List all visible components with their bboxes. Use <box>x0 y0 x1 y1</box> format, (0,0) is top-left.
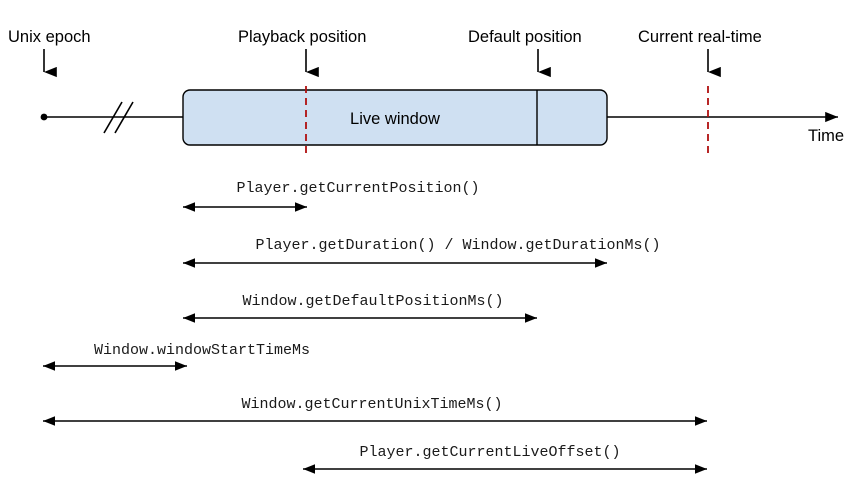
live-window-label: Live window <box>350 110 440 128</box>
callout-label-default-position: Default position <box>468 28 582 46</box>
live-window-rect <box>182 89 608 146</box>
live-window-box: Live window <box>182 89 608 146</box>
axis-break-marker-icon <box>103 101 134 134</box>
measurement-get-current-position: Player.getCurrentPosition() <box>183 180 480 212</box>
measurement-window-start-time-ms: Window.windowStartTimeMs <box>43 342 310 371</box>
measurement-label-get-duration: Player.getDuration() / Window.getDuratio… <box>255 237 660 254</box>
measurement-label-get-current-unix-time-ms: Window.getCurrentUnixTimeMs() <box>241 396 502 413</box>
measurement-label-get-default-position-ms: Window.getDefaultPositionMs() <box>242 293 503 310</box>
measurement-get-default-position-ms: Window.getDefaultPositionMs() <box>183 293 537 323</box>
measurement-get-current-live-offset: Player.getCurrentLiveOffset() <box>303 444 707 474</box>
callout-label-unix-epoch: Unix epoch <box>8 28 91 46</box>
callout-default-position: Default position <box>468 28 582 78</box>
callout-label-current-real-time: Current real-time <box>638 28 762 46</box>
measurement-label-get-current-live-offset: Player.getCurrentLiveOffset() <box>359 444 620 461</box>
measurement-get-duration: Player.getDuration() / Window.getDuratio… <box>183 237 661 268</box>
measurement-get-current-unix-time-ms: Window.getCurrentUnixTimeMs() <box>43 396 707 426</box>
callout-current-real-time: Current real-time <box>638 28 762 78</box>
measurement-label-window-start-time-ms: Window.windowStartTimeMs <box>94 342 310 359</box>
callout-unix-epoch: Unix epoch <box>8 28 91 78</box>
callout-playback-position: Playback position <box>238 28 366 78</box>
callout-label-playback-position: Playback position <box>238 28 366 46</box>
measurement-label-get-current-position: Player.getCurrentPosition() <box>236 180 479 197</box>
axis-label-time: Time <box>808 127 844 145</box>
time-axis: Time <box>40 101 844 145</box>
